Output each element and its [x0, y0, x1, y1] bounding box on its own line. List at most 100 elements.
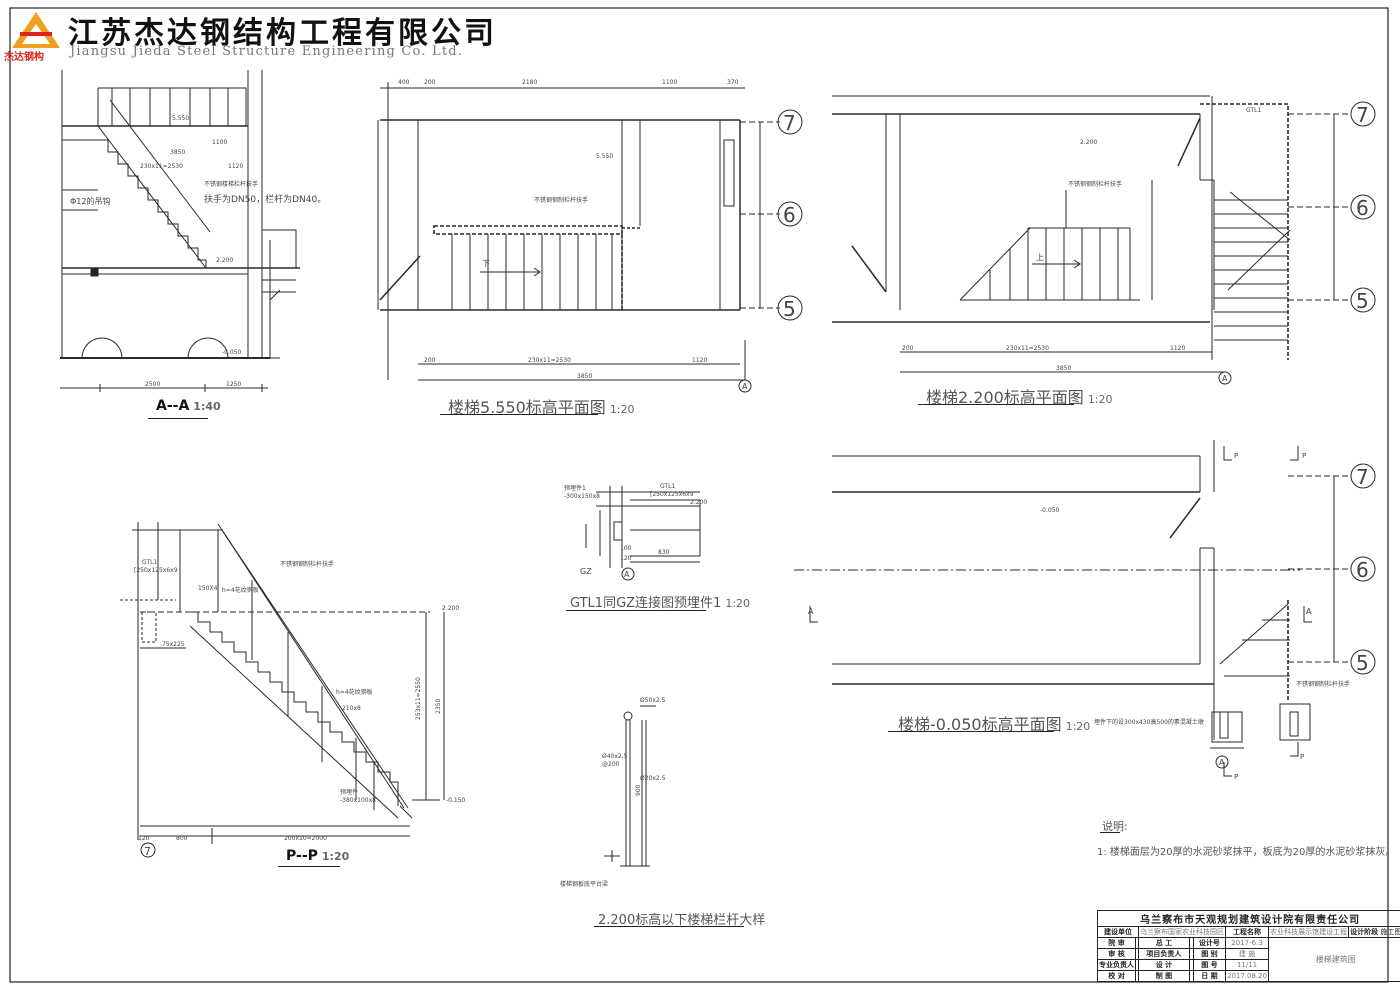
gtl-embed1: 预埋件1	[564, 484, 586, 492]
section-aa-linework	[60, 70, 300, 392]
tb-project-label: 工程名称	[1224, 926, 1270, 938]
pp-axis-7: 7	[144, 845, 151, 858]
pp-dim-200x10: 200x10=2000	[284, 835, 327, 842]
section-pp-linework	[120, 522, 445, 858]
p0050-axis-6: 6	[1356, 558, 1369, 582]
p2200-axis-6: 6	[1356, 196, 1369, 220]
rail-at200: @200	[602, 761, 620, 768]
plan0050-axis-6	[1350, 556, 1376, 582]
p2200-rail: 不锈钢钢制栏杆扶手	[1068, 180, 1122, 188]
aa-dim-1120: 1120	[228, 163, 243, 170]
p0050-sect-P2: P	[1302, 452, 1306, 460]
notes-heading: 说明:	[1102, 820, 1128, 833]
tb-r4-b: 制 图	[1138, 970, 1190, 982]
gtl-gtl1-spec: [250x125x6x9	[650, 491, 694, 498]
p5550-axis-5: 5	[783, 297, 796, 321]
tb-r1-c: 设计号	[1192, 937, 1227, 949]
p0050-axis-5: 5	[1356, 651, 1369, 675]
sheet-border	[9, 7, 1389, 983]
tb-r3-a: 专业负责人	[1097, 959, 1136, 971]
rail-d40: Ø40x2.5	[602, 753, 628, 760]
tb-client-label: 建设单位	[1097, 926, 1139, 938]
title-railing: 2.200标高以下楼梯栏杆大样	[598, 909, 765, 928]
tb-r2-b: 项目负责人	[1138, 948, 1190, 960]
tb-drawing-name: 楼梯建筑图	[1268, 937, 1400, 982]
plan5550-axis-5	[777, 295, 803, 321]
tb-r4-a: 校 对	[1097, 970, 1136, 982]
rail-note: 楼梯钢板底平台梁	[560, 880, 608, 888]
p5550-dim-200b: 200	[424, 357, 436, 364]
pp-gtl1: GTL1	[142, 559, 157, 566]
gtl-dim-830: 830	[658, 549, 670, 556]
p2200-axis-A: A	[1222, 374, 1228, 383]
pp-tread-mid: h=4花纹钢板	[336, 688, 373, 696]
plan-5550-linework	[377, 82, 803, 393]
tb-r2-c: 图 别	[1192, 948, 1227, 960]
pp-elev-m0150: -0.150	[446, 797, 466, 804]
gtl-embed1-spec: -300x150x8	[564, 493, 600, 500]
p5550-axis-A: A	[742, 382, 748, 391]
gtl-gtl1: GTL1	[660, 483, 675, 490]
plan-2200-linework	[832, 95, 1376, 385]
plan0050-axis-7	[1350, 463, 1376, 489]
p0050-axis-A: A	[1219, 758, 1225, 767]
p5550-rail: 不锈钢钢制栏杆扶手	[534, 196, 588, 204]
title-plan5550-scale: 1:20	[609, 403, 635, 416]
p5550-dim-400: 400	[398, 79, 410, 86]
tb-project-value: 农业科技展示馆建设工程	[1268, 926, 1350, 938]
gtl-elev: 2.200	[690, 499, 707, 506]
title-plan5550-underline	[440, 414, 598, 415]
gtl-detail-linework	[585, 486, 701, 581]
p2200-axis-7: 7	[1356, 103, 1369, 127]
p5550-axis-6: 6	[783, 203, 796, 227]
pp-dim-253: 253x11=2550	[415, 677, 422, 720]
plan2200-axis-5	[1350, 287, 1376, 313]
p2200-gtl1: GTL1	[1246, 107, 1261, 114]
notes-line-1: 1: 楼梯面层为20厚的水泥砂浆抹平，板底为20厚的水泥砂浆抹灰。	[1097, 847, 1396, 858]
p5550-dim-200: 200	[424, 79, 436, 86]
p5550-dim-3850: 3850	[577, 373, 592, 380]
plan2200-axis-7	[1350, 101, 1376, 127]
title-gtl-text: GTL1同GZ连接图预埋件1	[570, 596, 722, 611]
tb-r2-a: 审 核	[1097, 948, 1136, 960]
title-railing-underline	[594, 926, 744, 927]
title-aa-underline	[148, 418, 208, 419]
p5550-dim-370: 370	[727, 79, 739, 86]
aa-dim-3850: 3850	[170, 149, 185, 156]
title-block: 乌兰察布市天观规划建筑设计院有限责任公司 建设单位 乌兰察布国家农业科技园区 工…	[1096, 910, 1400, 982]
title-plan0050-text: 楼梯-0.050标高平面图	[898, 715, 1062, 734]
p0050-embed: 埋件下的设300x430高500的素混凝土墩	[1094, 718, 1204, 726]
title-plan2200-scale: 1:20	[1087, 393, 1113, 406]
pp-210x8: 210x8	[342, 705, 361, 712]
company-name-cn: 江苏杰达钢结构工程有限公司	[68, 16, 497, 51]
title-plan0050-underline	[888, 731, 1054, 732]
plan-0050-linework	[794, 440, 1376, 777]
p5550-elev: 5.550	[596, 153, 613, 160]
p0050-axis-7: 7	[1356, 465, 1369, 489]
pp-dim-800: 800	[176, 835, 188, 842]
plan-2200-text: 200 230x11=2530 1120 3850 2.200 不锈钢钢制栏杆扶…	[902, 103, 1369, 383]
p2200-axis-5: 5	[1356, 289, 1369, 313]
rail-d50: Ø50x2.5	[640, 697, 666, 704]
title-pp-scale: 1:20	[321, 850, 350, 863]
tb-stage-label: 设计阶段	[1350, 928, 1379, 936]
pp-gtl1-spec: [250x125x6x9	[134, 567, 178, 574]
aa-elev-2200: 2.200	[216, 257, 233, 264]
tb-r4-c: 日 期	[1192, 970, 1227, 982]
p2200-dim-3850: 3850	[1056, 365, 1071, 372]
tb-r2-d: 建 施	[1224, 948, 1270, 960]
tb-client-value: 乌兰察布国家农业科技园区	[1138, 926, 1226, 938]
plan5550-axis-6	[777, 201, 803, 227]
aa-dim-1250: 1250	[226, 381, 241, 388]
pp-150x4: 150X4	[198, 585, 218, 592]
section-pp-text: 不锈钢钢制栏杆扶手 GTL1 [250x125x6x9 150X4 h=4花纹钢…	[134, 559, 466, 858]
pp-rail: 不锈钢钢制栏杆扶手	[280, 560, 334, 568]
title-plan2200-text: 楼梯2.200标高平面图	[926, 388, 1084, 407]
p5550-dim-2180: 2180	[522, 79, 537, 86]
aa-dim-1100: 1100	[212, 139, 227, 146]
p5550-dim-1120: 1120	[692, 357, 707, 364]
tb-r1-d: 2017-6.3	[1224, 937, 1270, 949]
title-aa-scale: 1:40	[193, 400, 221, 413]
